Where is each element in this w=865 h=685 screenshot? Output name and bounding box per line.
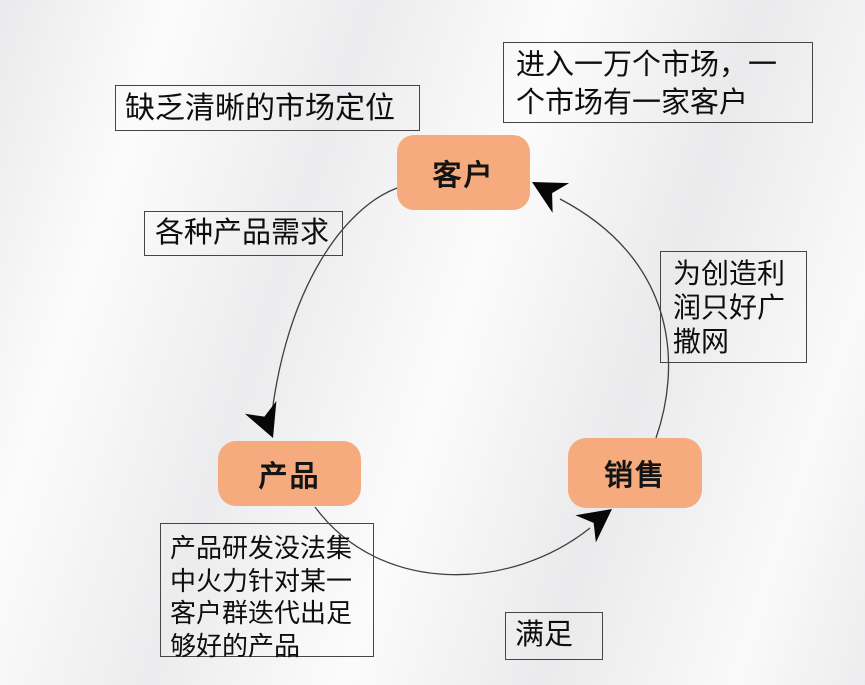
node-sales: 销售: [568, 438, 702, 508]
annotation-satisfy: 满足: [505, 612, 603, 660]
annotation-market-positioning: 缺乏清晰的市场定位: [115, 85, 420, 131]
annotation-rd-focus: 产品研发没法集 中火力针对某一 客户群迭代出足 够好的产品: [160, 523, 374, 661]
annotation-product-demands: 各种产品需求: [144, 211, 343, 256]
annotation-enter-markets: 进入一万个市场，一 个市场有一家客户: [503, 42, 813, 123]
node-customer: 客户: [397, 135, 530, 210]
annotation-cast-wide-net: 为创造利 润只好广 撒网: [660, 251, 807, 363]
node-product: 产品: [218, 441, 361, 506]
